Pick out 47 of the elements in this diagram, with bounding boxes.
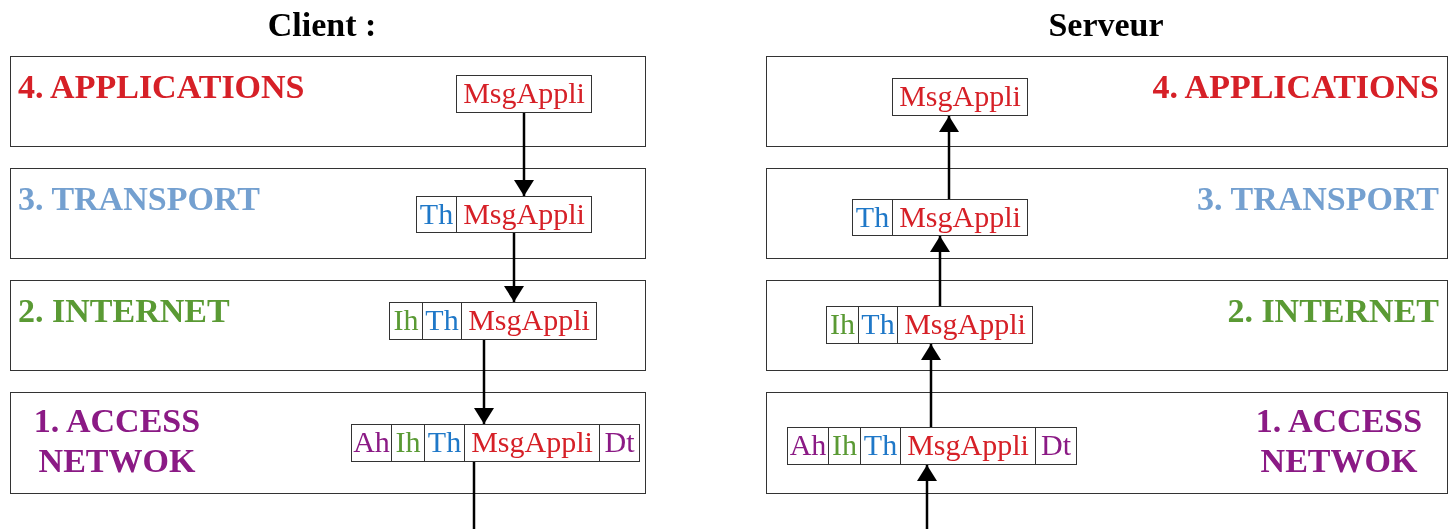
packet-field: Ah <box>351 424 392 462</box>
layer-box <box>10 280 646 371</box>
layer-heading: 2. INTERNET <box>18 291 230 331</box>
layer-heading: 3. TRANSPORT <box>1197 179 1439 219</box>
packet-field: MsgAppli <box>461 302 597 340</box>
packet-field: MsgAppli <box>456 196 592 233</box>
arrow <box>941 116 957 199</box>
layer-heading: 4. APPLICATIONS <box>18 67 305 107</box>
arrow <box>919 465 935 529</box>
packet-field: MsgAppli <box>892 199 1028 236</box>
packet-field: MsgAppli <box>900 427 1036 465</box>
packet-field: MsgAppli <box>892 78 1028 116</box>
layer-box <box>766 56 1448 147</box>
packet-field: Dt <box>599 424 640 462</box>
packet-field: MsgAppli <box>464 424 600 462</box>
arrow <box>476 340 492 424</box>
column-title: Serveur <box>1048 6 1164 44</box>
packet-field: Dt <box>1035 427 1077 465</box>
arrow <box>923 344 939 427</box>
arrow <box>516 113 532 196</box>
packet-field: Ih <box>826 306 859 344</box>
packet-field: MsgAppli <box>897 306 1033 344</box>
packet-field: Ih <box>389 302 423 340</box>
layer-heading: 2. INTERNET <box>1227 291 1439 331</box>
packet-field: Th <box>852 199 893 236</box>
layer-box <box>766 280 1448 371</box>
layer-heading: 3. TRANSPORT <box>18 179 260 219</box>
packet-field: Ih <box>391 424 425 462</box>
layer-box <box>10 168 646 259</box>
packet-field: Th <box>416 196 457 233</box>
packet-field: Ih <box>828 427 861 465</box>
layer-box <box>766 392 1448 494</box>
layer-box <box>10 392 646 494</box>
layer-heading: 4. APPLICATIONS <box>1152 67 1439 107</box>
column-title: Client : <box>267 6 377 44</box>
arrow <box>506 233 522 302</box>
packet-field: Th <box>424 424 465 462</box>
layer-box <box>766 168 1448 259</box>
packet-field: Th <box>860 427 901 465</box>
layer-box <box>10 56 646 147</box>
packet-field: Th <box>422 302 462 340</box>
packet-field: Th <box>858 306 898 344</box>
packet-field: MsgAppli <box>456 75 592 113</box>
layer-heading: 1. ACCESS NETWOK <box>32 401 202 481</box>
arrow <box>932 236 948 306</box>
layer-heading: 1. ACCESS NETWOK <box>1254 401 1424 481</box>
packet-field: Ah <box>787 427 829 465</box>
